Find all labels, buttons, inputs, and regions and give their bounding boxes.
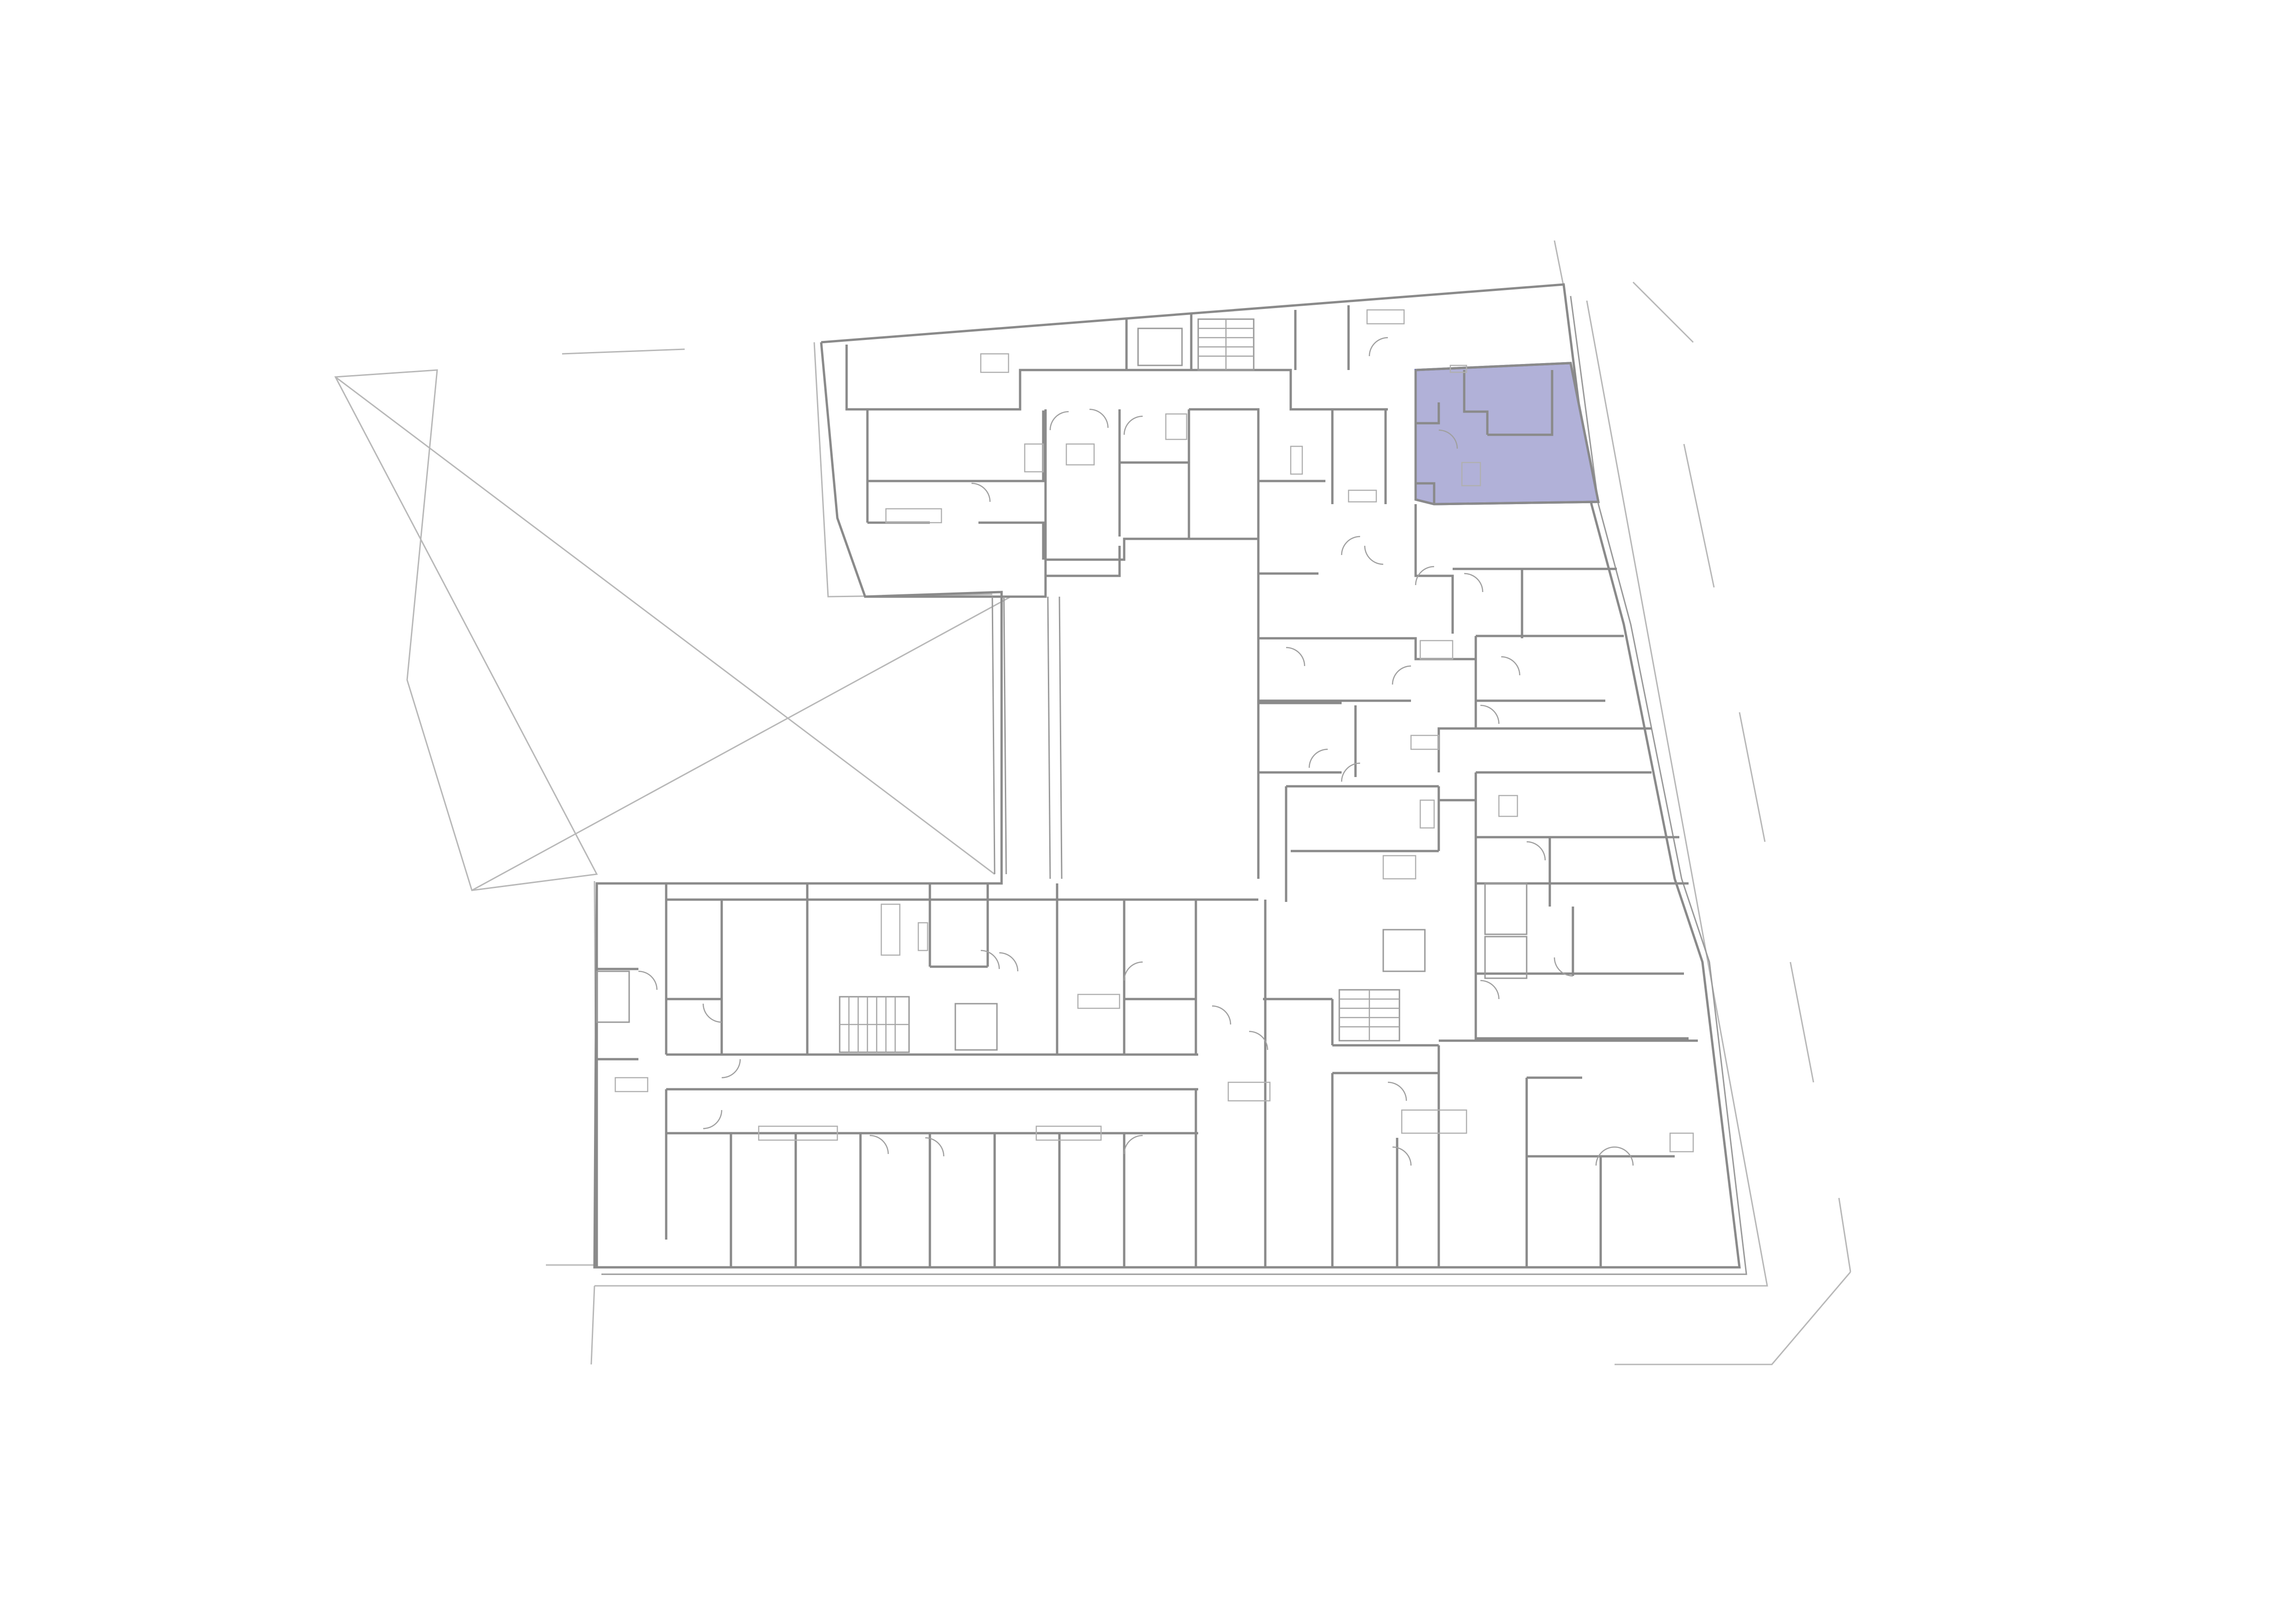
site-context-lines xyxy=(334,240,1851,1365)
east-stair xyxy=(1338,989,1400,1042)
east-wing-rooms xyxy=(1258,504,1689,1041)
south-stair xyxy=(839,996,910,1053)
plaza-outline xyxy=(334,369,598,891)
courtyard-lines xyxy=(991,596,1063,879)
highlighted-apartment xyxy=(1414,362,1600,506)
north-wing-rooms xyxy=(845,305,1405,577)
north-stair xyxy=(1197,318,1255,371)
south-wing-rooms xyxy=(595,883,1698,1267)
